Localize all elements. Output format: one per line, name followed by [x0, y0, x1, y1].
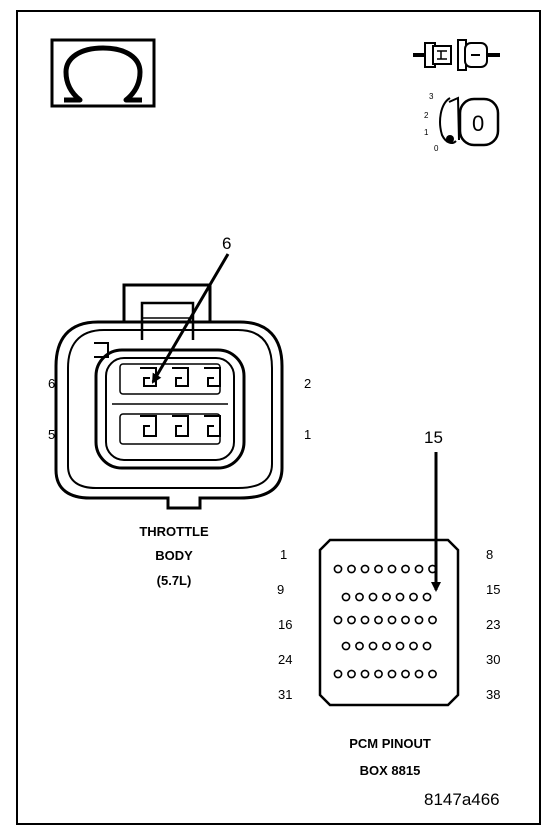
pcm-pin	[414, 669, 424, 679]
callout-label-6: 6	[222, 234, 232, 253]
pcm-pin	[382, 592, 391, 602]
pcm-pin	[382, 641, 391, 651]
pcm-row-right-label: 15	[486, 582, 501, 597]
pcm-pin	[401, 564, 410, 574]
ignition-key-icon	[439, 96, 500, 147]
pcm-pin	[341, 592, 351, 602]
pcm-row-right-label: 38	[486, 687, 501, 702]
key-position-3: 3	[429, 92, 434, 101]
pcm-row-right-label: 30	[486, 652, 501, 667]
pcm-pin	[341, 641, 351, 651]
pcm-pin	[368, 592, 378, 602]
pcm-pin	[422, 641, 432, 651]
pin-label-1: 1	[304, 427, 312, 442]
pcm-pin	[333, 615, 343, 625]
key-position-1: 1	[424, 128, 429, 137]
key-position-0: 0	[434, 144, 439, 153]
throttle-body-title-line3: (5.7L)	[156, 573, 192, 588]
pcm-pin	[374, 669, 383, 679]
pcm-row-left-label: 16	[278, 617, 293, 632]
pin-label-6: 6	[48, 376, 56, 391]
pcm-pin-grid	[333, 564, 437, 679]
callout-label-15: 15	[424, 428, 443, 447]
pcm-pin	[428, 669, 437, 679]
pcm-pin	[395, 641, 405, 651]
pcm-row-left-label: 9	[277, 582, 285, 597]
pcm-row-right-label: 8	[486, 547, 494, 562]
pcm-row-right-label: 23	[486, 617, 501, 632]
pcm-pin	[401, 615, 410, 625]
pcm-pin	[368, 641, 378, 651]
pin-label-2: 2	[304, 376, 312, 391]
pcm-pin	[387, 669, 397, 679]
pcm-pinout-box	[318, 538, 460, 707]
ohm-meter-icon	[50, 38, 156, 108]
pcm-pin	[355, 641, 364, 651]
callout-arrow-6	[151, 253, 230, 384]
pcm-pin	[360, 564, 370, 574]
throttle-body-title-line2: BODY	[155, 548, 193, 563]
pcm-pin	[387, 564, 397, 574]
throttle-body-title-line1: THROTTLE	[139, 524, 209, 539]
pcm-pin	[409, 641, 418, 651]
pcm-pin	[414, 615, 424, 625]
key-position-2: 2	[424, 111, 429, 120]
pcm-title-line1: PCM PINOUT	[349, 736, 431, 751]
throttle-body-connector	[54, 283, 284, 510]
pcm-pin	[395, 592, 405, 602]
pcm-pin	[347, 615, 356, 625]
pcm-pin	[355, 592, 364, 602]
pcm-pin	[347, 564, 356, 574]
pcm-pin	[401, 669, 410, 679]
pcm-pin	[409, 592, 418, 602]
pcm-row-left-label: 24	[278, 652, 293, 667]
pcm-pin	[347, 669, 356, 679]
figure-id: 8147a466	[424, 790, 500, 809]
pcm-pin	[428, 615, 437, 625]
disconnected-connector-icon	[413, 39, 500, 71]
pcm-pin	[374, 564, 383, 574]
key-label: 0	[472, 111, 485, 136]
diagram-frame	[16, 10, 541, 825]
pcm-pin	[422, 592, 432, 602]
pcm-pin	[360, 669, 370, 679]
pcm-pin	[360, 615, 370, 625]
pin-label-5: 5	[48, 427, 56, 442]
pcm-pin	[387, 615, 397, 625]
pcm-pin	[333, 564, 343, 574]
pcm-pin	[414, 564, 424, 574]
pcm-pin	[333, 669, 343, 679]
pcm-title-line2: BOX 8815	[359, 763, 421, 778]
pcm-row-left-label: 1	[280, 547, 288, 562]
pcm-row-left-label: 31	[278, 687, 293, 702]
pcm-pin	[374, 615, 383, 625]
